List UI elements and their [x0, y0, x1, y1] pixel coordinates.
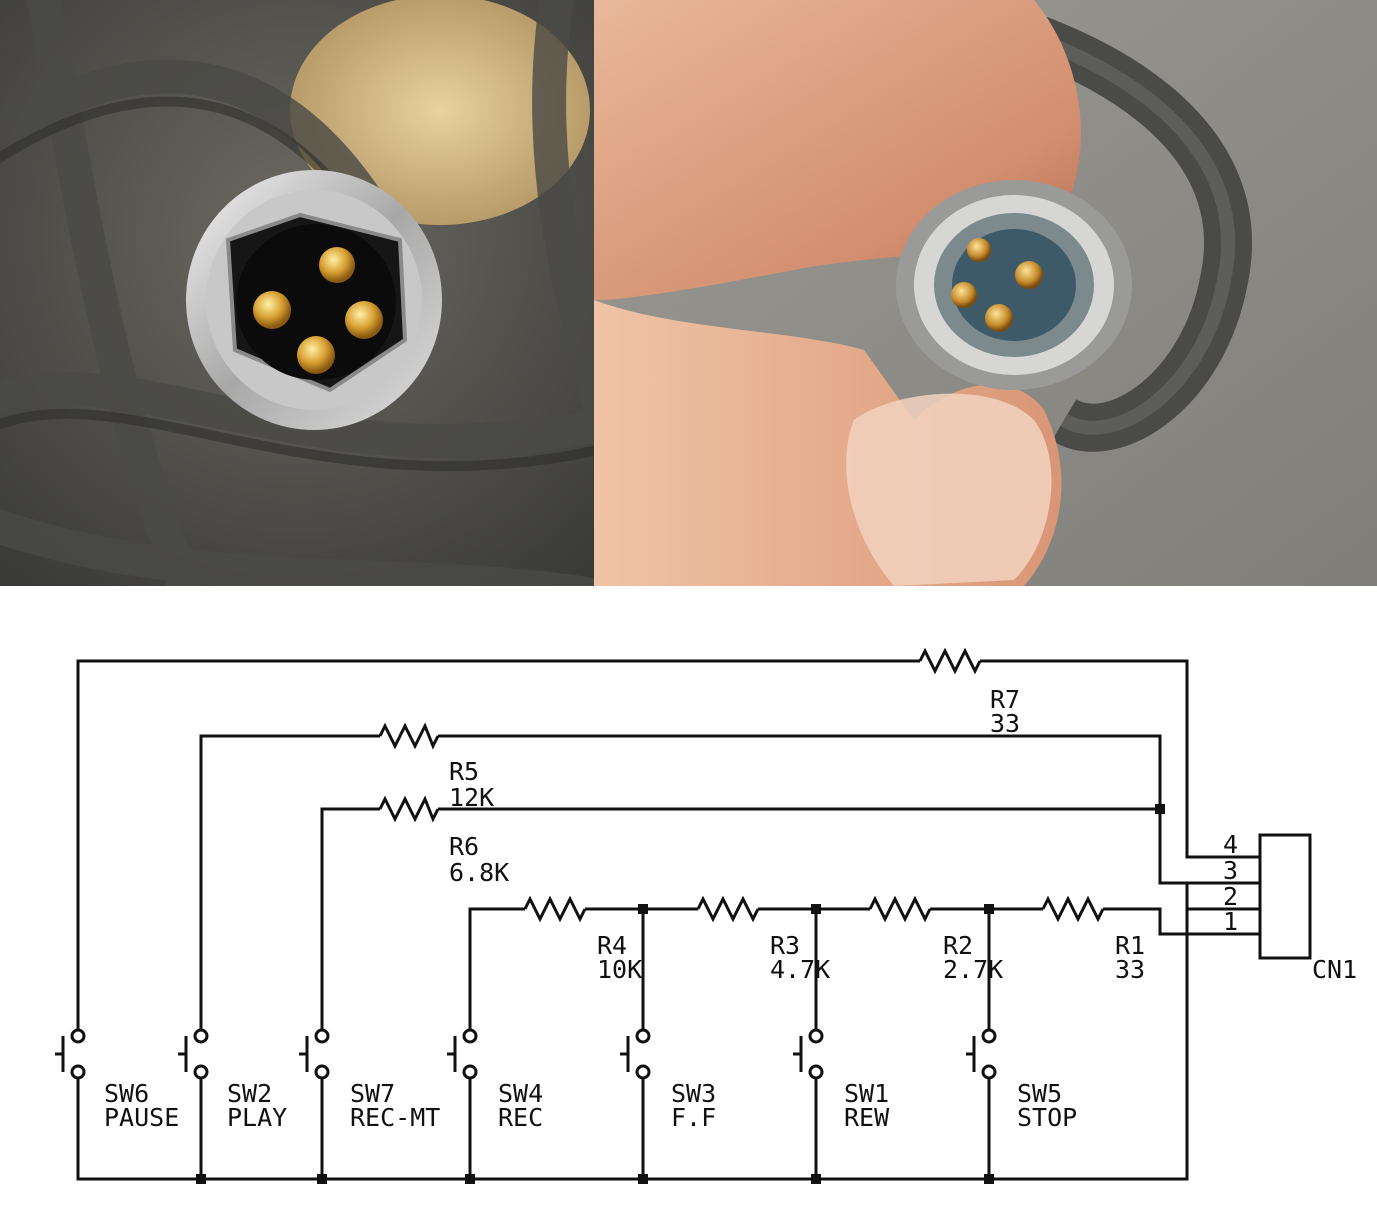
resistor-r2-value: 2.7K — [943, 955, 1003, 984]
switch-sw7-label: REC-MT — [350, 1103, 440, 1132]
switch-sw1-label: REW — [844, 1103, 890, 1132]
resistor-r5: R5 12K — [378, 722, 494, 812]
junction-node — [984, 1174, 994, 1184]
switch-sw2-label: PLAY — [227, 1103, 287, 1132]
resistor-r7-value: 33 — [990, 709, 1020, 738]
connector-pin-3-label: 3 — [1223, 856, 1238, 885]
junction-node — [465, 1174, 475, 1184]
resistor-r5-value: 12K — [449, 783, 494, 812]
pin-icon — [319, 247, 355, 283]
connector-pin-1-label: 1 — [1223, 907, 1238, 936]
resistor-r1: R1 33 — [1041, 895, 1145, 984]
switch-sw1: SW1 REW — [793, 1028, 890, 1132]
resistor-r4-value: 10K — [597, 955, 642, 984]
switch-sw4-label: REC — [498, 1103, 543, 1132]
resistor-r1-ref: R1 — [1115, 931, 1145, 960]
switch-sw2: SW2 PLAY — [178, 1028, 287, 1132]
switch-sw4-ref: SW4 — [498, 1079, 543, 1108]
junction-node — [638, 1174, 648, 1184]
switch-sw2-ref: SW2 — [227, 1079, 272, 1108]
pin-icon — [951, 282, 977, 308]
resistor-r1-value: 33 — [1115, 955, 1145, 984]
switch-sw7: SW7 REC-MT — [299, 1028, 440, 1132]
switch-sw6-ref: SW6 — [104, 1079, 149, 1108]
switch-sw3-label: F.F — [671, 1103, 716, 1132]
resistor-r6: R6 6.8K — [378, 795, 509, 887]
switch-sw6: SW6 PAUSE — [55, 1028, 179, 1132]
connector-cn1-body — [1258, 833, 1312, 960]
junction-node — [196, 1174, 206, 1184]
pin-icon — [1015, 261, 1043, 289]
thumbnail — [846, 393, 1052, 586]
resistor-r6-ref: R6 — [449, 832, 479, 861]
switch-sw5-ref: SW5 — [1017, 1079, 1062, 1108]
junction-node — [317, 1174, 327, 1184]
switch-sw1-ref: SW1 — [844, 1079, 889, 1108]
switch-sw3-ref: SW3 — [671, 1079, 716, 1108]
junction-node — [984, 904, 994, 914]
resistor-r7-ref: R7 — [990, 685, 1020, 714]
wiring — [76, 659, 1260, 1181]
male-connector — [896, 180, 1132, 390]
pin-icon — [297, 336, 335, 374]
resistor-r4-ref: R4 — [597, 931, 627, 960]
connector-cn1: 4 3 2 1 CN1 — [1223, 830, 1357, 984]
junction-node — [1155, 804, 1165, 814]
resistor-r6-value: 6.8K — [449, 858, 509, 887]
junction-nodes — [196, 804, 1165, 1184]
switch-sw3: SW3 F.F — [620, 1028, 716, 1132]
pin-icon — [253, 291, 291, 329]
junction-node — [811, 1174, 821, 1184]
resistor-r2: R2 2.7K — [868, 895, 1003, 984]
connector-pin-2-label: 2 — [1223, 882, 1238, 911]
pin-icon — [985, 304, 1013, 332]
female-connector — [186, 170, 442, 430]
resistor-r2-ref: R2 — [943, 931, 973, 960]
connector-female-photo — [0, 0, 594, 586]
pin-icon — [345, 301, 383, 339]
switch-sw6-label: PAUSE — [104, 1103, 179, 1132]
connector-cn1-ref: CN1 — [1312, 955, 1357, 984]
resistor-r3-value: 4.7K — [770, 955, 830, 984]
resistor-r7: R7 33 — [918, 647, 1020, 738]
connector-female-illustration — [0, 0, 594, 586]
junction-node — [638, 904, 648, 914]
connector-male-illustration — [594, 0, 1377, 586]
resistor-r5-ref: R5 — [449, 757, 479, 786]
resistor-r3-ref: R3 — [770, 931, 800, 960]
switch-sw7-ref: SW7 — [350, 1079, 395, 1108]
switch-sw4: SW4 REC — [447, 1028, 543, 1132]
junction-node — [811, 904, 821, 914]
connector-male-photo — [594, 0, 1377, 586]
pin-icon — [967, 238, 991, 262]
resistor-r4: R4 10K — [523, 895, 642, 984]
switch-sw5-label: STOP — [1017, 1103, 1077, 1132]
resistor-r3: R3 4.7K — [696, 895, 830, 984]
connector-pin-4-label: 4 — [1223, 830, 1238, 859]
switch-sw5: SW5 STOP — [966, 1028, 1077, 1132]
